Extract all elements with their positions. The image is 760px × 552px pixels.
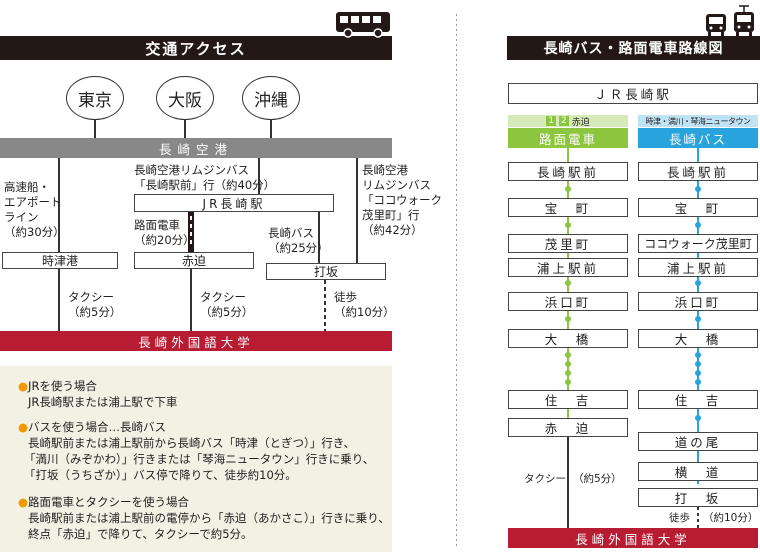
taxi-line-center [190,269,192,331]
info-bus: ●バスを使う場合…長崎バス 長崎駅前または浦上駅前から長崎バス「時津（とぎつ）」… [18,420,375,482]
bus-name: 長崎バス [638,128,758,148]
tram-label: 路面電車 （約20分） [134,218,195,247]
access-title: 交通アクセス [145,39,247,58]
walk-label: 徒歩 （約10分） [334,290,395,319]
route-walk-line [697,507,699,528]
tram-station: 赤 迫 [508,418,628,437]
route-title: 長崎バス・路面電車路線図 [543,41,724,57]
tram-station: 茂里町 [508,234,628,253]
bus-station: 道の尾 [638,432,758,451]
tram-icon [734,5,754,36]
info-jr: ●JRを使う場合 JR長崎駅または浦上駅で下車 [18,379,178,409]
bus-dot [695,280,701,286]
city-osaka: 大阪 [156,76,214,120]
route-taxi-line [567,437,569,528]
jr-nagasaki-station: JR長崎駅 [134,194,334,212]
taxi-left-label: タクシー （約5分） [68,290,122,319]
access-header: 交通アクセス [0,36,392,60]
bus-station: 打 坂 [638,488,758,507]
line-osaka [184,120,186,138]
tram-line-white [190,216,192,248]
bus-dot [695,370,701,376]
tram-name: 路面電車 [508,128,628,148]
stop-uchisaka: 打坂 [266,263,386,280]
bus-station: 大 橋 [638,329,758,348]
line-okinawa [270,120,272,138]
tram-station: 住 吉 [508,390,628,409]
tram-badge-1: 1 [546,116,556,126]
bus-station: 住 吉 [638,390,758,409]
walk-line [324,280,326,331]
route-taxi-label: タクシー [524,473,566,485]
limousine-right-label: 長崎空港 リムジンバス 「ココウォーク 茂里町」行 （約42分） [362,163,443,237]
tram-station: 長崎駅前 [508,162,628,181]
info-tram: ●路面電車とタクシーを使う場合 長崎駅前または浦上駅前の電停から「赤迫（あかさこ… [18,495,390,541]
bus-station: 浜口町 [638,292,758,311]
bus-station: 横 道 [638,462,758,481]
bus-station: 長崎駅前 [638,162,758,181]
line-ferry [58,158,60,254]
route-walk-time: （約10分） [703,512,759,524]
tram-badge-row: 1 2 赤迫 [508,115,628,128]
tram-dot [565,316,571,322]
tram-station: 大 橋 [508,329,628,348]
tram-dot [565,361,571,367]
bus-station: 浦上駅前 [638,258,758,277]
tram-dot [565,352,571,358]
line-limousine-center [258,158,260,194]
university-band: 長崎外国語大学 [0,331,392,351]
taxi-line-left [58,269,60,331]
route-university-band: 長崎外国語大学 [508,528,758,548]
divider [456,14,457,546]
tram-badge-2: 2 [558,116,569,126]
bus-dot [695,222,701,228]
bus-icon [336,12,390,38]
taxi-center-label: タクシー （約5分） [200,290,254,319]
bus-dot [695,361,701,367]
bus-dot [695,415,701,421]
tram-dot [565,280,571,286]
bus-label: 長崎バス （約25分） [268,226,329,255]
tram-route-line [567,148,569,426]
bus-small-icon [706,14,726,36]
route-walk-label: 徒歩 [669,512,690,524]
bus-dot [695,186,701,192]
bus-dot [695,379,701,385]
limousine-center-label: 長崎空港リムジンバス 「長崎駅前」行（約40分） [134,163,276,192]
stop-tokitsu: 時津港 [2,252,118,269]
city-tokyo: 東京 [66,76,124,120]
route-taxi-time: （約5分） [573,473,622,485]
tram-dot [565,379,571,385]
tram-station: 宝 町 [508,198,628,217]
airport-band: 長崎空港 [0,138,392,158]
city-okinawa: 沖縄 [242,76,300,120]
line-tokyo [94,120,96,138]
route-jr-station: ＪＲ長崎駅 [508,83,758,104]
stop-akasako: 赤迫 [134,252,254,269]
bus-dot [695,316,701,322]
line-limousine-right [356,158,358,264]
bus-badge-row: 時津・満川・琴海ニュータウン [638,115,758,127]
ferry-label: 高速船・ エアポート ライン （約30分） [4,180,65,239]
tram-station: 浦上駅前 [508,258,628,277]
bus-line [318,212,320,264]
tram-dot [565,370,571,376]
tram-dot [565,222,571,228]
bus-dot [695,352,701,358]
tram-dot [565,186,571,192]
info-box [0,366,392,552]
bus-station: 宝 町 [638,198,758,217]
tram-station: 浜口町 [508,292,628,311]
route-header: 長崎バス・路面電車路線図 [507,36,760,60]
bus-station: ココウォーク茂里町 [638,234,758,253]
